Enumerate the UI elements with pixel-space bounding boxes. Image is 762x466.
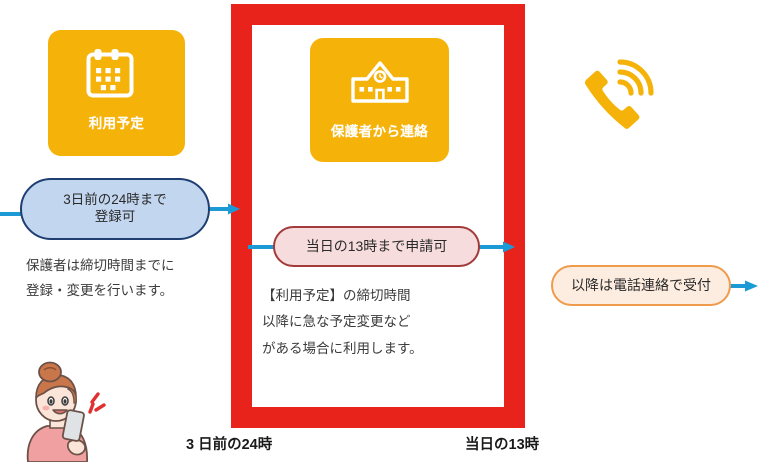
timeline-label-left: 3 日前の24時 <box>186 437 273 453</box>
school-building-icon <box>350 61 409 103</box>
callout-blue-line1: 3日前の24時まで <box>63 192 167 208</box>
woman-with-smartphone-illustration <box>26 361 106 462</box>
tile-label: 保護者から連絡 <box>330 124 429 139</box>
callout-orange-text: 以降は電話連絡で受付 <box>571 276 711 293</box>
tile-hogosha-kara-renraku[interactable]: 保護者から連絡 <box>310 38 449 162</box>
paragraph-middle-line3: がある場合に利用します。 <box>262 340 423 356</box>
callout-pink-pill: 当日の13時まで申請可 <box>273 226 480 267</box>
tile-label: 利用予定 <box>88 116 145 131</box>
callout-blue-line2: 登録可 <box>94 209 136 224</box>
paragraph-middle: 【利用予定】の締切時間 以降に急な予定変更など がある場合に利用します。 <box>262 283 423 362</box>
callout-blue-pill: 3日前の24時まで 登録可 <box>20 178 210 240</box>
calendar-icon <box>86 49 133 98</box>
arrow-pink-pill-to-right <box>475 241 515 253</box>
arrow-blue-pill-to-frame <box>206 203 240 215</box>
arrow-after-orange-pill <box>729 280 758 292</box>
paragraph-middle-line2: 以降に急な予定変更など <box>262 314 411 330</box>
tile-riyou-yotei[interactable]: 利用予定 <box>48 30 185 156</box>
paragraph-middle-line1: 【利用予定】の締切時間 <box>262 288 411 303</box>
paragraph-left-line1: 保護者は締切時間までに <box>26 258 175 273</box>
ringing-phone-icon <box>584 59 654 129</box>
timeline-label-right: 当日の13時 <box>465 437 540 453</box>
callout-pink-text: 当日の13時まで申請可 <box>305 237 448 254</box>
paragraph-left: 保護者は締切時間までに 登録・変更を行います。 <box>26 254 175 304</box>
paragraph-left-line2: 登録・変更を行います。 <box>26 282 174 298</box>
callout-orange-pill: 以降は電話連絡で受付 <box>551 265 731 306</box>
